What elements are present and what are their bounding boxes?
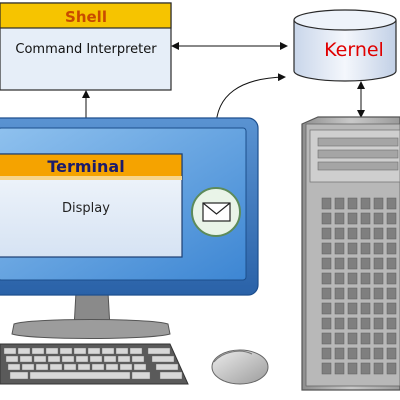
keyboard: [0, 343, 189, 385]
terminal-body-text: Display: [62, 201, 110, 216]
shell-box: Shell Command Interpreter: [0, 2, 172, 91]
shell-title: Shell: [65, 8, 107, 26]
terminal-title: Terminal: [47, 157, 124, 176]
kernel-label: Kernel: [324, 39, 384, 61]
server-tower: [301, 116, 400, 391]
kernel-cylinder: Kernel: [293, 9, 397, 82]
shell-subtitle: Command Interpreter: [15, 42, 157, 57]
envelope-icon: [202, 202, 231, 222]
terminal-window: Terminal Display: [0, 153, 183, 258]
mouse: [211, 349, 269, 385]
message-badge: [191, 187, 241, 237]
